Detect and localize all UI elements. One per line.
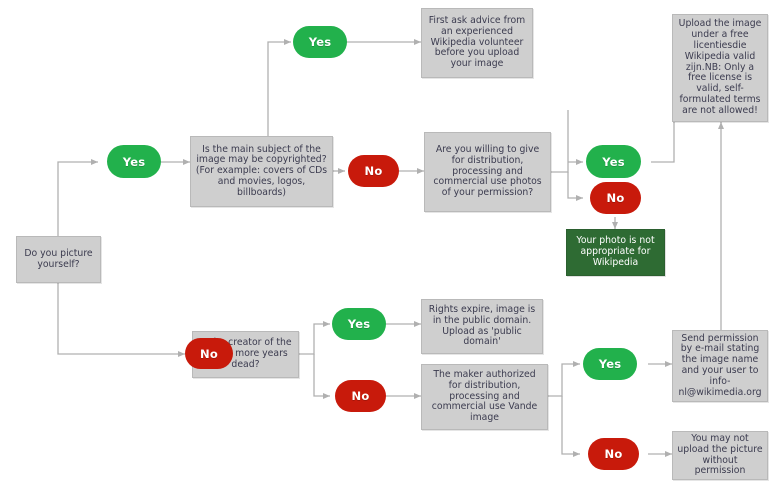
not-appropriate-label: Your photo is not appropriate for Wikipe… [576,235,655,268]
decision-copyright-no[interactable]: No [348,155,399,187]
maker-authorized-box: The maker authorized for distribution, p… [421,364,548,430]
decision-creator-yes-label: Yes [347,317,371,331]
decision-start-no-label: No [200,346,218,361]
decision-copyright-yes-label: Yes [308,35,332,49]
creator-question-label: Is the creator of the image more years d… [199,337,292,370]
decision-maker-yes-label: Yes [598,357,622,371]
may-not-upload-box: You may not upload the picture without p… [672,431,768,480]
decision-permission-no[interactable]: No [590,182,641,214]
decision-copyright-yes[interactable]: Yes [293,26,347,58]
public-domain-label: Rights expire, image is in the public do… [428,303,536,348]
copyright-question-box: Is the main subject of the image may be … [190,136,333,207]
decision-creator-yes[interactable]: Yes [332,308,386,340]
decision-maker-no-label: No [604,447,623,461]
decision-start-no[interactable]: No [185,338,233,369]
start-box: Do you picture yourself? [16,236,101,283]
maker-authorized-label: The maker authorized for distribution, p… [431,369,538,424]
decision-maker-yes[interactable]: Yes [583,348,637,380]
decision-permission-yes-label: Yes [602,154,625,169]
upload-free-license-label: Upload the image under a free licentiesd… [678,18,762,116]
ask-advice-label: First ask advice from an experienced Wik… [428,15,526,70]
may-not-upload-label: You may not upload the picture without p… [677,432,763,477]
decision-creator-no[interactable]: No [335,380,386,412]
decision-permission-no-label: No [606,191,625,205]
public-domain-box: Rights expire, image is in the public do… [421,299,543,354]
copyright-question-label: Is the main subject of the image may be … [195,143,328,198]
not-appropriate-terminator: Your photo is not appropriate for Wikipe… [566,229,665,276]
decision-start-yes-label: Yes [122,154,146,169]
send-permission-label: Send permission by e-mail stating the im… [678,332,762,398]
decision-creator-no-label: No [351,389,370,403]
ask-advice-box: First ask advice from an experienced Wik… [421,8,533,78]
decision-permission-yes[interactable]: Yes [586,145,641,178]
upload-free-license-box: Upload the image under a free licentiesd… [672,14,768,122]
decision-maker-no[interactable]: No [588,438,639,470]
start-box-label: Do you picture yourself? [24,247,93,270]
permission-question-label: Are you willing to give for distribution… [433,144,542,199]
send-permission-box: Send permission by e-mail stating the im… [672,330,768,402]
permission-question-box: Are you willing to give for distribution… [424,132,551,212]
decision-start-yes[interactable]: Yes [107,145,161,178]
decision-copyright-no-label: No [364,164,383,178]
